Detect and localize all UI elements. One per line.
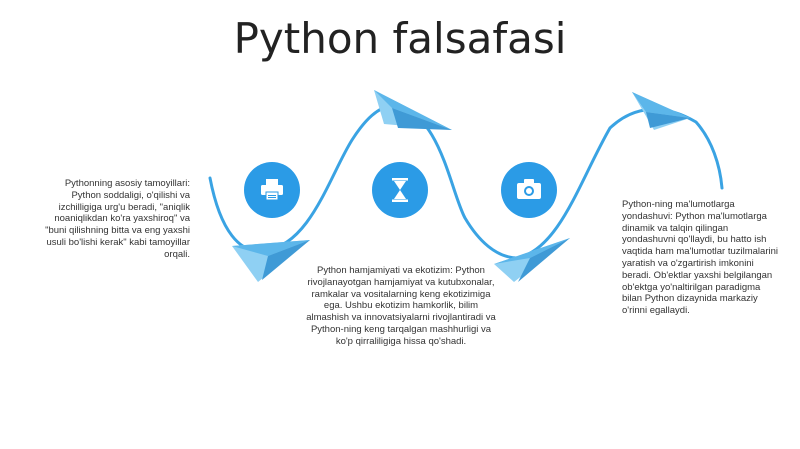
step-text-1: Pythonning asosiy tamoyillari: Python so… bbox=[45, 178, 190, 260]
step-text-2: Python hamjamiyati va ekotizim: Python r… bbox=[306, 265, 496, 347]
printer-icon bbox=[261, 179, 283, 201]
slide-title: Python falsafasi bbox=[233, 14, 567, 63]
paper-plane-4 bbox=[632, 92, 690, 130]
paper-plane-3 bbox=[494, 238, 570, 282]
camera-icon bbox=[517, 179, 541, 199]
hourglass-icon bbox=[392, 178, 408, 202]
paper-plane-2 bbox=[374, 90, 452, 130]
step-text-3: Python-ning ma'lumotlarga yondashuvi: Py… bbox=[622, 199, 778, 317]
paper-plane-1 bbox=[232, 240, 310, 282]
